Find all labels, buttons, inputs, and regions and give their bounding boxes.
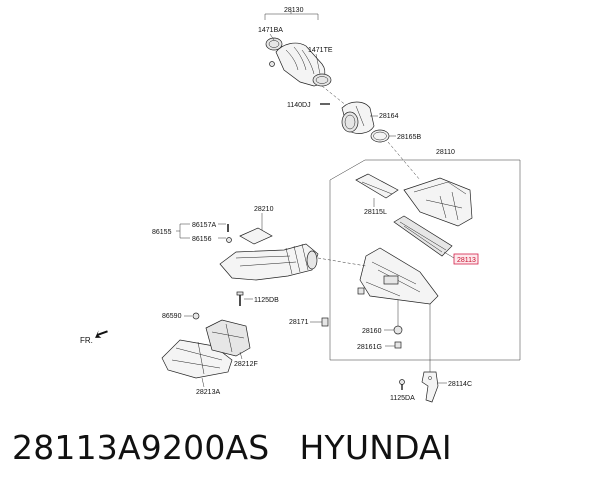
- front-indicator: FR.: [80, 330, 108, 345]
- label-28130: 28130: [284, 7, 304, 14]
- lower-bracket-group: 86590 28212F 28213A: [161, 312, 258, 396]
- label-1125DA: 1125DA: [390, 395, 415, 402]
- label-1471TE: 1471TE: [308, 47, 333, 54]
- label-86590: 86590: [162, 313, 182, 320]
- label-28164: 28164: [379, 113, 399, 120]
- label-fr: FR.: [80, 336, 93, 345]
- part-number: 28113A9200AS: [12, 428, 270, 467]
- parts-diagram: 28130 1471BA 1471TE 1140DJ 28164 28165B …: [80, 7, 521, 403]
- airflow-sensor-group: 1140DJ 28164 28165B: [287, 85, 421, 181]
- resonator-plate[interactable]: [239, 227, 273, 245]
- label-28171: 28171: [289, 319, 309, 326]
- support-bracket[interactable]: [421, 371, 439, 403]
- mounting-clip[interactable]: [321, 317, 329, 327]
- fr-arrow-icon: [95, 330, 108, 338]
- label-28210: 28210: [254, 206, 274, 213]
- label-86155: 86155: [152, 229, 172, 236]
- label-28161G: 28161G: [357, 344, 382, 351]
- grommet[interactable]: [393, 325, 403, 335]
- label-28114C: 28114C: [448, 381, 472, 388]
- bracket-insulator[interactable]: [205, 319, 251, 357]
- bushing[interactable]: [394, 341, 402, 349]
- hose-clamp-right[interactable]: [312, 73, 332, 87]
- assembly-outline: [329, 159, 521, 361]
- intake-hose-group: 28130 1471BA 1471TE: [258, 7, 333, 87]
- part-caption: 28113A9200AS HYUNDAI: [12, 428, 592, 467]
- label-1471BA: 1471BA: [258, 27, 283, 34]
- label-28213A: 28213A: [196, 389, 220, 396]
- label-28113: 28113: [457, 257, 476, 264]
- label-28160: 28160: [362, 328, 382, 335]
- label-86156: 86156: [192, 236, 212, 243]
- label-28115L: 28115L: [364, 209, 387, 216]
- label-28165B: 28165B: [397, 134, 421, 141]
- brand-name: HYUNDAI: [299, 428, 452, 467]
- intake-duct-group: 28210 86157A 86156 86155 1125DB: [152, 206, 367, 306]
- label-1140DJ: 1140DJ: [287, 102, 311, 109]
- label-1125DB-upper: 1125DB: [254, 297, 279, 304]
- hose-clamp-left[interactable]: [265, 37, 283, 51]
- label-28212F: 28212F: [234, 361, 258, 368]
- intake-hose[interactable]: [275, 42, 326, 87]
- fastener-86590[interactable]: [192, 312, 200, 320]
- support-bracket-group: 28114C 1125DA: [390, 371, 472, 403]
- push-clip[interactable]: [226, 237, 232, 243]
- air-cleaner-group: 28110 28115L 28113 28171 28160: [289, 149, 521, 372]
- label-86157A: 86157A: [192, 222, 216, 229]
- highlight-28113[interactable]: [453, 253, 479, 265]
- label-28110: 28110: [436, 149, 455, 156]
- bolt-1125DA[interactable]: [399, 379, 405, 385]
- side-panel[interactable]: [355, 173, 399, 199]
